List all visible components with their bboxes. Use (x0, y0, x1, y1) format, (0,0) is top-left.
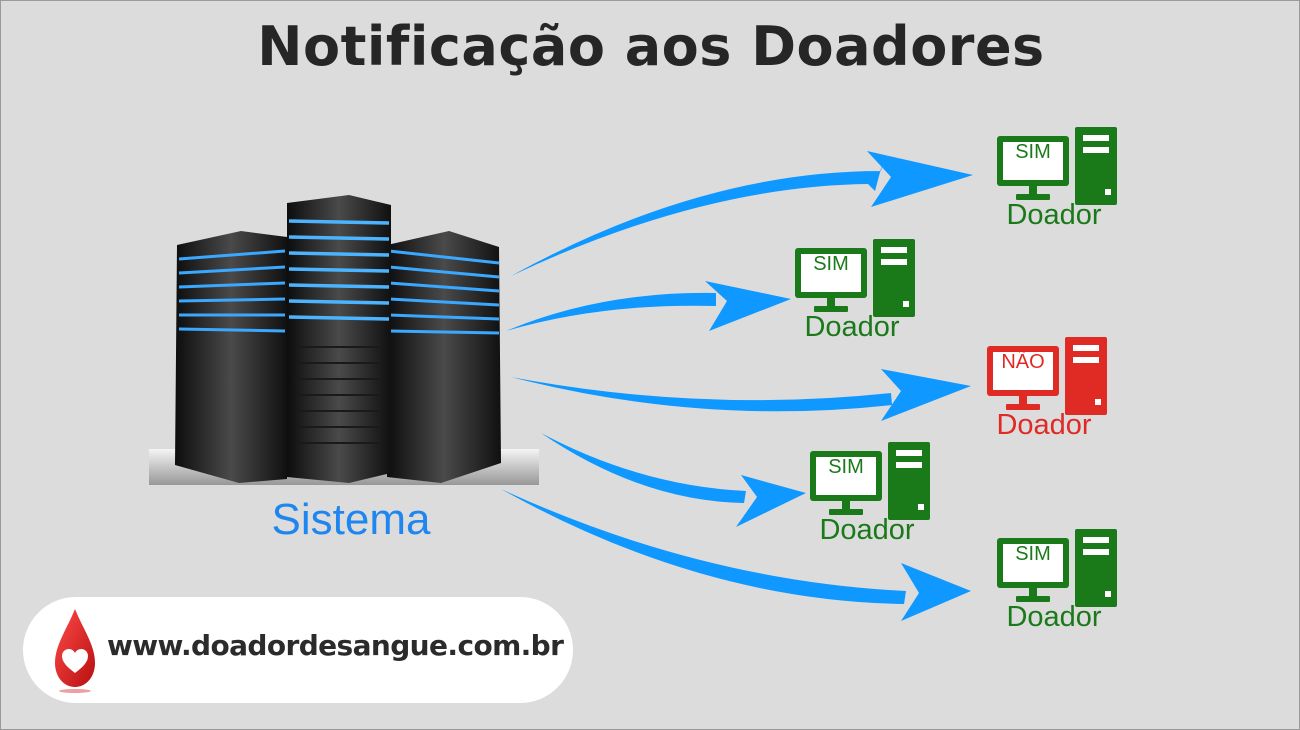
arrow-head (867, 151, 973, 207)
arrow-body (511, 377, 892, 412)
server-tower-right (387, 231, 501, 483)
arrow-body (506, 292, 716, 331)
monitor-icon (997, 538, 1069, 602)
monitor-icon (795, 248, 867, 312)
arrow-to-donor-1 (511, 151, 973, 276)
server-tower-left (175, 231, 287, 483)
system-label: Sistema (271, 495, 431, 544)
arrow-to-donor-5 (501, 489, 971, 621)
site-badge[interactable]: www.doadordesangue.com.br (23, 597, 573, 703)
arrow-head (901, 563, 971, 621)
computer-tower-icon (1065, 337, 1107, 415)
computer-tower-icon (873, 239, 915, 317)
page-title: Notificação aos Doadores (257, 15, 1045, 78)
donor-2: SIM Doador (794, 239, 924, 359)
monitor-icon (810, 451, 882, 515)
response-status: SIM (1015, 141, 1051, 163)
blood-drop-heart-icon (55, 609, 95, 693)
arrow-head (736, 475, 806, 527)
donor-label: Doador (996, 409, 1092, 441)
monitor-icon (997, 136, 1069, 200)
response-status: SIM (1015, 543, 1051, 565)
response-status: NÃO (1001, 351, 1045, 373)
arrow-body (511, 161, 883, 276)
monitor-icon (987, 346, 1059, 410)
donor-1: SIM Doador (996, 127, 1126, 247)
arrow-to-donor-4 (541, 433, 806, 527)
donor-5: SIM Doador (996, 529, 1126, 649)
donor-label: Doador (819, 514, 915, 546)
arrow-head (705, 281, 791, 331)
server-tower-center (287, 195, 391, 483)
arrow-to-donor-3 (511, 369, 971, 421)
server-rack-icon (149, 195, 539, 485)
computer-tower-icon (888, 442, 930, 520)
site-url-link[interactable]: www.doadordesangue.com.br (107, 629, 564, 662)
response-status: SIM (828, 456, 864, 478)
arrow-body (541, 433, 746, 503)
response-status: SIM (813, 253, 849, 275)
arrow-body (501, 489, 906, 604)
arrow-to-donor-2 (506, 281, 791, 331)
computer-tower-icon (1075, 127, 1117, 205)
donor-label: Doador (1006, 601, 1102, 633)
arrow-head (881, 369, 971, 421)
donor-label: Doador (1006, 199, 1102, 231)
computer-tower-icon (1075, 529, 1117, 607)
donor-4: SIM Doador (809, 442, 939, 562)
donor-label: Doador (804, 311, 900, 343)
donor-3: NÃO Doador (986, 337, 1116, 457)
